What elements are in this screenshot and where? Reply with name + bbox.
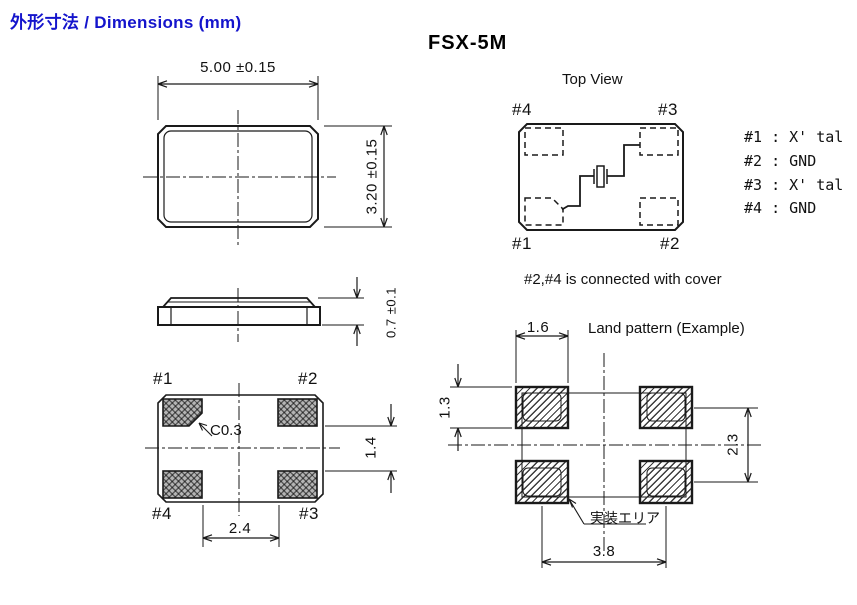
bottom-view-pad4-label: #4 xyxy=(152,504,172,523)
land-col-pitch-dim: 3.8 xyxy=(592,543,616,560)
pad-gap-dim: 1.4 xyxy=(362,436,380,459)
page-title: 外形寸法 / Dimensions (mm) xyxy=(10,13,242,32)
land-pad-top-left-hatch xyxy=(516,387,568,428)
dim-1.3-arrow xyxy=(454,364,462,451)
top-view-pad1-outline xyxy=(524,197,564,226)
dim-3.20-arrow xyxy=(380,125,388,228)
pad-span-dim: 2.4 xyxy=(228,520,252,537)
top-view-title: Top View xyxy=(562,71,623,88)
land-pad-height-dim: 1.3 xyxy=(436,396,454,419)
pin-line-1: #1 : X' tal xyxy=(744,128,844,146)
land-pattern-drawing xyxy=(448,330,762,568)
bottom-view-pad1-label: #1 xyxy=(153,369,173,388)
top-view-pad1-label: #1 xyxy=(512,234,532,253)
outline-view-drawing xyxy=(143,76,392,245)
dim-1.4-arrow xyxy=(387,404,395,493)
bottom-view-pad3-label: #3 xyxy=(299,504,319,523)
top-view-pad3-label: #3 xyxy=(658,100,678,119)
land-pad-bottom-left-hatch xyxy=(516,461,568,503)
land-pad-top-right-hatch xyxy=(640,387,692,428)
side-view-drawing xyxy=(157,277,364,346)
pin-line-2: #2 : GND xyxy=(744,152,817,170)
bottom-view-pad3-hatch xyxy=(278,471,317,498)
top-view-pad4-outline xyxy=(524,127,564,156)
dim-5.00-arrow xyxy=(157,80,319,88)
mount-area-label: 実装エリア xyxy=(590,510,660,526)
top-view-pad2-outline xyxy=(639,197,679,226)
chamfer-label: C0.3 xyxy=(210,422,242,439)
bottom-view-pad2-label: #2 xyxy=(298,369,318,388)
cover-note: #2,#4 is connected with cover xyxy=(524,271,722,288)
land-pattern-title: Land pattern (Example) xyxy=(588,320,745,337)
dim-2.3-arrow xyxy=(744,407,752,483)
pin-line-4: #4 : GND xyxy=(744,199,817,217)
outline-width-dim: 5.00 ±0.15 xyxy=(200,59,276,76)
part-number: FSX-5M xyxy=(428,32,508,54)
land-pad-width-dim: 1.6 xyxy=(526,319,550,336)
bottom-view-pad4-hatch xyxy=(163,471,202,498)
land-row-pitch-dim: 2.3 xyxy=(724,433,742,456)
outline-height-dim: 3.20 ±0.15 xyxy=(363,138,381,215)
bottom-view-pad1-hatch xyxy=(163,399,202,426)
pin-line-3: #3 : X' tal xyxy=(744,176,844,194)
top-view-drawing xyxy=(518,123,684,231)
dim-0.7-arrow xyxy=(353,277,361,346)
top-view-pad4-label: #4 xyxy=(512,100,532,119)
land-pad-bottom-right-hatch xyxy=(640,461,692,503)
top-view-pad2-label: #2 xyxy=(660,234,680,253)
crystal-symbol xyxy=(561,144,640,211)
top-view-pad3-outline xyxy=(639,127,679,156)
bottom-view-pad2-hatch xyxy=(278,399,317,426)
side-thickness-dim: 0.7 ±0.1 xyxy=(383,287,399,338)
